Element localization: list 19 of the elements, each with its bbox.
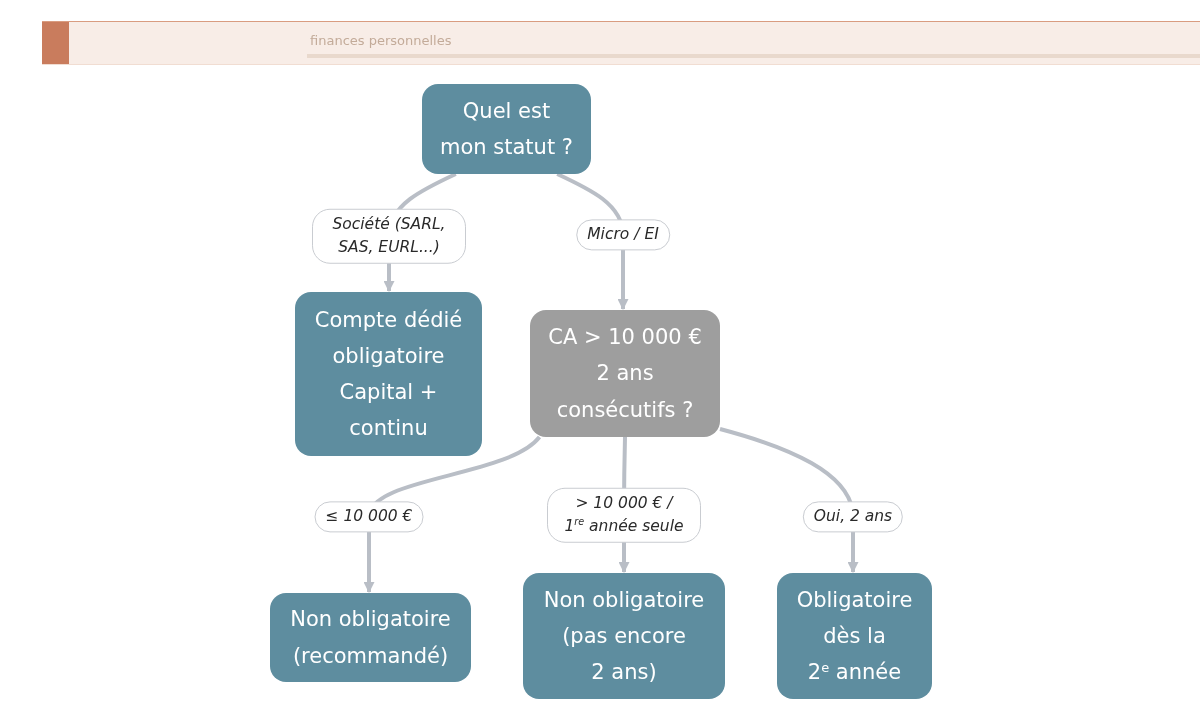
edge-label: > 10 000 € / 1$^{re}$ année seule	[547, 487, 701, 543]
process-box	[523, 573, 725, 699]
edge-label: Micro / EI	[576, 219, 670, 251]
arrow	[363, 435, 541, 594]
process-box	[777, 573, 932, 699]
edge-label: ≤ 10 000 €	[314, 501, 424, 533]
process-box	[270, 593, 471, 682]
node-text: Obligatoire dès la 2$^{e}$ année	[795, 586, 914, 687]
process-box	[295, 292, 482, 456]
edge-label: Société (SARL, SAS, EURL...)	[312, 208, 466, 264]
node-text: Compte dédié obligatoire Capital + continu	[313, 306, 464, 443]
node-text: Non obligatoire (pas encore 2 ans)	[542, 586, 706, 687]
process-box	[422, 84, 591, 174]
node-text: CA > 10 000 € 2 ans consécutifs ?	[547, 324, 703, 424]
node-text: Non obligatoire (recommandé)	[289, 606, 452, 670]
edge-label: Oui, 2 ans	[802, 501, 904, 533]
decision-box	[530, 310, 720, 437]
node-text: Quel est mon statut ?	[439, 97, 574, 161]
tagline: finances personnelles	[310, 33, 452, 48]
